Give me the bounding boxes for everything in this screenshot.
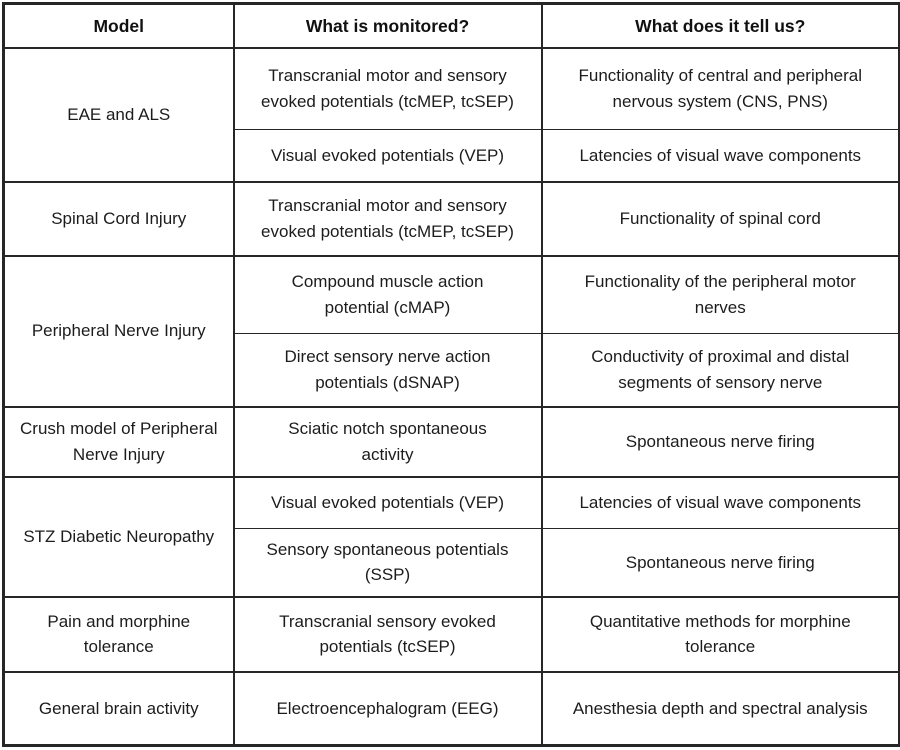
tells-cell: Conductivity of proximal and distal segm… xyxy=(540,333,900,408)
model-cell-eae-als: EAE and ALS xyxy=(2,46,235,183)
tells-cell: Latencies of visual wave components xyxy=(540,475,900,529)
table-row: Direct sensory nerve action potentials (… xyxy=(4,333,900,408)
model-cell-stz-diabetic-neuropathy: STZ Diabetic Neuropathy xyxy=(2,475,235,598)
tells-cell: Spontaneous nerve firing xyxy=(540,405,900,478)
table-row: Visual evoked potentials (VEP) Latencies… xyxy=(4,129,900,183)
monitored-cell: Sensory spontaneous potentials (SSP) xyxy=(232,528,543,598)
monitored-cell: Compound muscle action potential (cMAP) xyxy=(232,254,543,334)
monitored-cell: Electroencephalogram (EEG) xyxy=(232,670,543,747)
tells-cell: Latencies of visual wave components xyxy=(540,129,900,183)
monitored-cell: Visual evoked potentials (VEP) xyxy=(232,129,543,183)
tells-cell: Spontaneous nerve firing xyxy=(540,528,900,598)
tells-cell: Quantitative methods for morphine tolera… xyxy=(540,595,900,673)
tells-cell: Functionality of central and peripheral … xyxy=(540,46,900,130)
monitored-cell: Visual evoked potentials (VEP) xyxy=(232,475,543,529)
table-row: EAE and ALS Transcranial motor and senso… xyxy=(2,46,900,183)
column-header-monitored: What is monitored? xyxy=(232,2,543,49)
table-row: Sensory spontaneous potentials (SSP) Spo… xyxy=(4,528,900,598)
table-row: Pain and morphine tolerance Transcranial… xyxy=(2,595,900,673)
monitored-cell: Direct sensory nerve action potentials (… xyxy=(232,333,543,408)
tells-cell: Anesthesia depth and spectral analysis xyxy=(540,670,900,747)
tells-cell: Functionality of the peripheral motor ne… xyxy=(540,254,900,334)
model-cell-crush-model: Crush model of Peripheral Nerve Injury xyxy=(2,405,235,478)
monitored-cell: Transcranial motor and sensory evoked po… xyxy=(232,46,543,130)
model-cell-general-brain-activity: General brain activity xyxy=(2,670,235,747)
header-row: Model What is monitored? What does it te… xyxy=(2,2,900,49)
model-cell-spinal-cord-injury: Spinal Cord Injury xyxy=(2,180,235,257)
model-cell-peripheral-nerve-injury: Peripheral Nerve Injury xyxy=(2,254,235,408)
monitored-cell: Transcranial sensory evoked potentials (… xyxy=(232,595,543,673)
table-row: Peripheral Nerve Injury Compound muscle … xyxy=(2,254,900,408)
table-row: STZ Diabetic Neuropathy Visual evoked po… xyxy=(2,475,900,598)
column-header-tells: What does it tell us? xyxy=(540,2,900,49)
column-header-model: Model xyxy=(2,2,235,49)
table-row: Spinal Cord Injury Transcranial motor an… xyxy=(2,180,900,257)
model-cell-pain-morphine-tolerance: Pain and morphine tolerance xyxy=(2,595,235,673)
table-row: General brain activity Electroencephalog… xyxy=(2,670,900,747)
tells-cell: Functionality of spinal cord xyxy=(540,180,900,257)
monitored-cell: Transcranial motor and sensory evoked po… xyxy=(232,180,543,257)
monitored-cell: Sciatic notch spontaneous activity xyxy=(232,405,543,478)
table-row: Crush model of Peripheral Nerve Injury S… xyxy=(2,405,900,478)
